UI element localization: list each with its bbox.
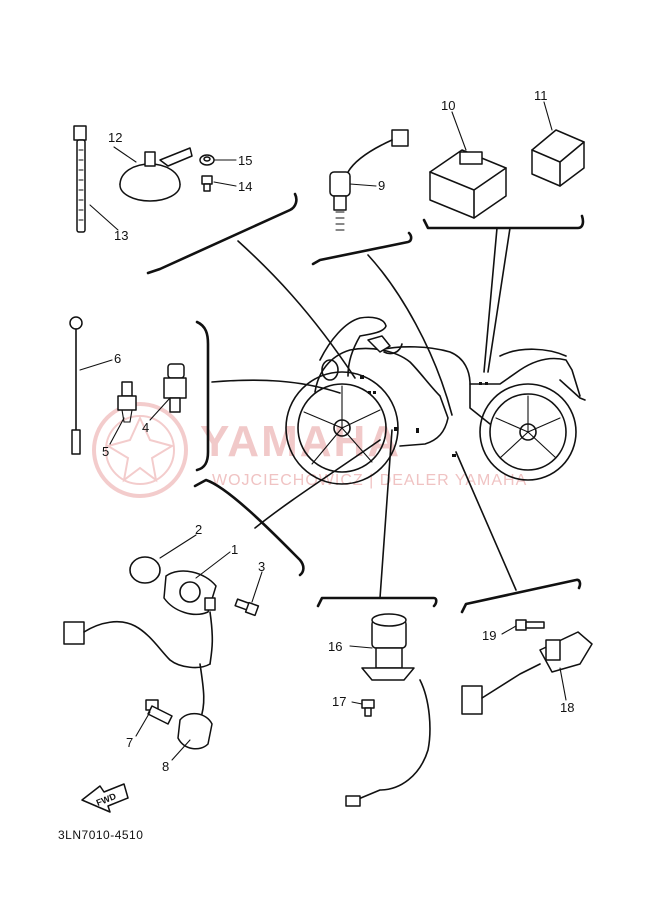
- leader-lines: [211, 227, 517, 599]
- bracket-switch: [460, 578, 582, 614]
- part-8-sensor-body: [177, 712, 213, 750]
- part-11-flasher: [531, 129, 585, 187]
- part-19-screw: [515, 619, 545, 631]
- callout-leaders: [79, 101, 567, 761]
- part-14-bolt: [201, 175, 213, 192]
- callout-10: 10: [441, 98, 455, 113]
- bracket-fuel-sender: [316, 596, 438, 608]
- callout-4: 4: [142, 420, 149, 435]
- bracket-sender: [311, 231, 413, 266]
- part-5-sender-unit: [117, 381, 137, 423]
- callout-1: 1: [231, 542, 238, 557]
- callout-18: 18: [560, 700, 574, 715]
- part-4-thermo-unit: [163, 363, 187, 413]
- part-2-o-ring: [129, 556, 161, 584]
- part-3-screw: [234, 598, 260, 617]
- watermark: YAMAHA WOJCIECHOWICZ | DEALER YAMAHA: [92, 402, 527, 498]
- part-18-switch: [461, 631, 593, 715]
- part-1-gear-sensor: [163, 570, 217, 616]
- callout-2: 2: [195, 522, 202, 537]
- bracket-thermo: [195, 320, 210, 472]
- bracket-horn: [146, 192, 298, 275]
- callout-12: 12: [108, 130, 122, 145]
- watermark-logo: [92, 402, 188, 498]
- catalog-code: 3LN7010-4510: [58, 828, 143, 842]
- part-6-temp-lead: [69, 316, 83, 455]
- part-gear-harness: [63, 611, 214, 721]
- callout-15: 15: [238, 153, 252, 168]
- callout-5: 5: [102, 444, 109, 459]
- callout-11: 11: [534, 88, 548, 103]
- callout-19: 19: [482, 628, 496, 643]
- part-12-horn: [119, 147, 193, 202]
- part-16-cable: [345, 679, 431, 807]
- callout-6: 6: [114, 351, 121, 366]
- part-13-cable-tie: [73, 125, 87, 233]
- part-7-switch: [145, 699, 173, 725]
- callout-14: 14: [238, 179, 252, 194]
- callout-9: 9: [378, 178, 385, 193]
- watermark-dealer: WOJCIECHOWICZ | DEALER YAMAHA: [212, 472, 527, 489]
- part-17-bolt: [361, 699, 375, 717]
- group-brackets: [146, 192, 585, 614]
- motorcycle-outline: [285, 316, 586, 485]
- callout-13: 13: [114, 228, 128, 243]
- callout-numbers: 1 2 3 4 5 6 7 8 9 10 11 12 13 14 15 16 1…: [102, 88, 574, 774]
- part-9-sender: [329, 129, 409, 231]
- part-15-washer: [199, 154, 215, 166]
- part-16-fuel-sender: [361, 613, 415, 681]
- bracket-relays: [422, 214, 585, 230]
- callout-3: 3: [258, 559, 265, 574]
- callout-16: 16: [328, 639, 342, 654]
- callout-8: 8: [162, 759, 169, 774]
- fwd-arrow: FWD: [81, 783, 129, 813]
- bracket-gear-sensor: [193, 478, 305, 577]
- part-10-relay: [429, 149, 507, 219]
- callout-17: 17: [332, 694, 346, 709]
- callout-7: 7: [126, 735, 133, 750]
